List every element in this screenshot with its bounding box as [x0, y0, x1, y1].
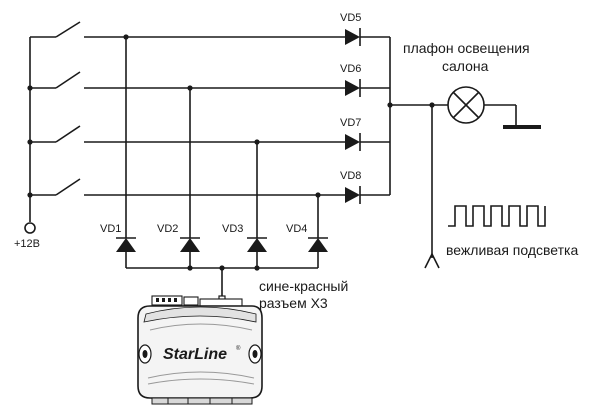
diode-vd4: VD4: [286, 223, 328, 268]
diode-vd8: VD8: [340, 170, 390, 204]
switch-contact-1: [55, 21, 81, 38]
diode-vd8-label: VD8: [340, 170, 361, 182]
diode-vd6-label: VD6: [340, 63, 361, 75]
diode-vd3-label: VD3: [222, 223, 243, 235]
diode-vd4-label: VD4: [286, 223, 307, 235]
courtesy-output-arrow: [424, 252, 440, 269]
connector-label-line2: разъем X3: [259, 295, 328, 311]
switch-row-3: [30, 125, 345, 143]
lamp-label-line1: плафон освещения: [403, 40, 530, 56]
diode-vd2: VD2: [157, 223, 200, 268]
connector-label-line1: сине-красный: [259, 278, 348, 294]
power-label: +12В: [14, 238, 40, 250]
diode-vd3: VD3: [222, 223, 267, 268]
starline-unit: StarLine ®: [137, 295, 263, 405]
diode-vd1: VD1: [100, 223, 136, 268]
pulse-icon: [448, 205, 546, 227]
starline-logo: StarLine: [163, 346, 227, 363]
courtesy-label: вежливая подсветка: [446, 242, 578, 258]
diode-vd1-label: VD1: [100, 223, 121, 235]
diode-vd5: VD5: [340, 12, 390, 46]
diode-vd6: VD6: [340, 63, 390, 97]
switch-contact-3: [55, 125, 81, 143]
switch-row-4: [30, 178, 345, 196]
diode-vd7: VD7: [340, 117, 390, 151]
switch-row-1: [30, 21, 345, 38]
lamp-icon: [447, 86, 485, 124]
switch-contact-2: [55, 71, 81, 89]
power-terminal: [24, 222, 36, 234]
lamp-label-line2: салона: [442, 58, 489, 74]
diode-vd5-label: VD5: [340, 12, 361, 24]
starline-trademark: ®: [236, 345, 241, 352]
switch-row-2: [30, 71, 345, 89]
diode-vd2-label: VD2: [157, 223, 178, 235]
switch-contact-4: [55, 178, 81, 196]
diode-vd7-label: VD7: [340, 117, 361, 129]
